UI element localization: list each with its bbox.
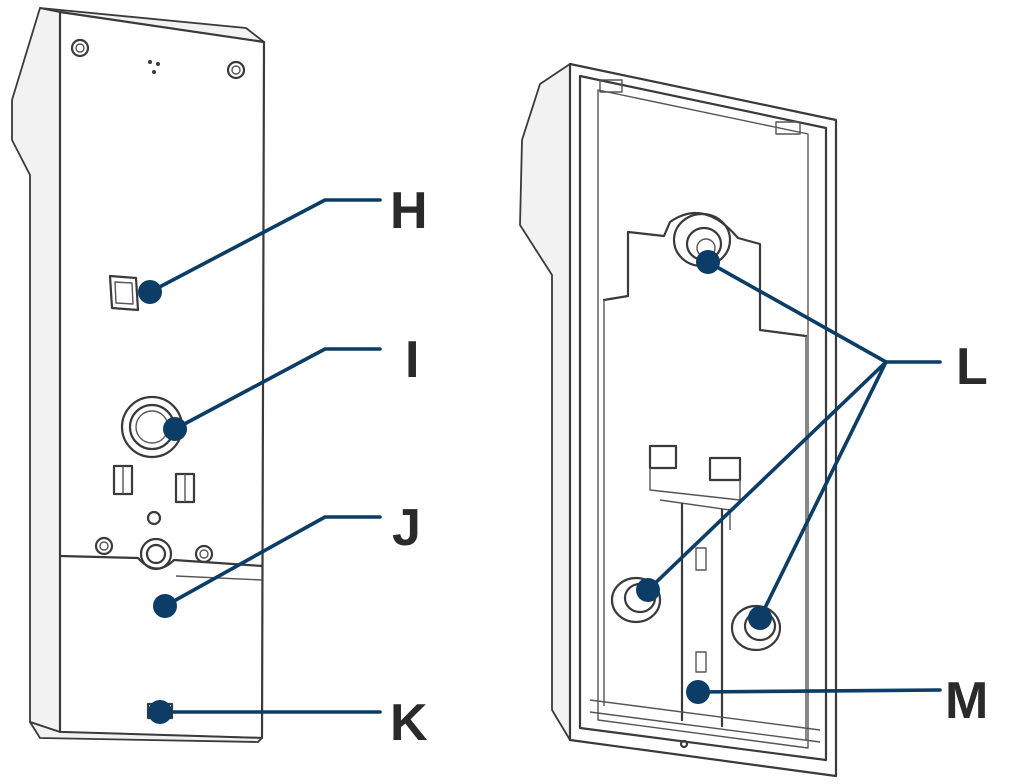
- callout-j-dot: [153, 594, 177, 618]
- callout-l-dot-top: [696, 250, 720, 274]
- callout-m-dot: [686, 680, 710, 704]
- callout-j: J: [153, 499, 421, 618]
- callout-i-label: I: [405, 331, 419, 389]
- callout-m: M: [686, 672, 988, 730]
- callout-h: H: [138, 182, 428, 304]
- callout-k-dot: [148, 700, 172, 724]
- callout-k: K: [148, 694, 428, 752]
- callout-i: I: [163, 331, 419, 441]
- callout-i-dot: [163, 417, 187, 441]
- callout-j-label: J: [392, 499, 421, 557]
- back-housing-view: [519, 62, 838, 778]
- callout-m-label: M: [945, 672, 988, 730]
- callout-l-label: L: [956, 338, 988, 396]
- callout-h-label: H: [390, 182, 428, 240]
- callout-l-dot-right: [748, 606, 772, 630]
- callout-k-label: K: [390, 694, 428, 752]
- callout-l: L: [636, 250, 988, 630]
- callout-h-dot: [138, 280, 162, 304]
- front-cover-view: [11, 7, 266, 743]
- callout-l-dot-left: [636, 578, 660, 602]
